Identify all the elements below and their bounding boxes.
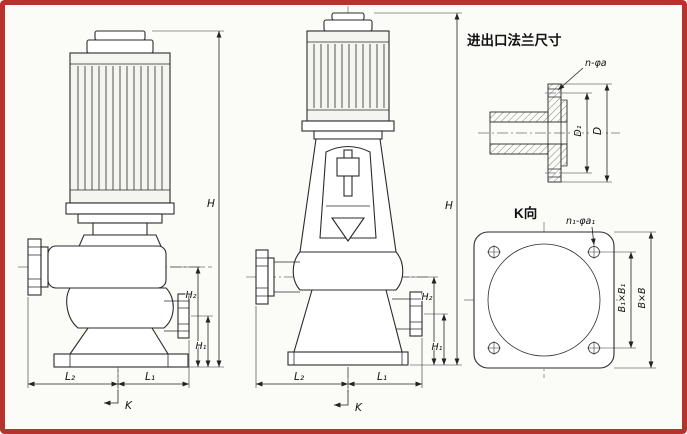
dim-label-h1: H₁	[196, 341, 207, 352]
motor-cap-top	[331, 12, 365, 21]
motor-cap	[323, 19, 373, 32]
motor-neck	[92, 222, 148, 236]
bolt-axis-lines	[545, 92, 564, 174]
dim-label-h2: H₂	[422, 292, 433, 303]
motor-shoulder-lines	[307, 41, 389, 111]
bolt-label: n₁-φa₁	[566, 216, 595, 227]
raised-face-top	[560, 99, 568, 123]
volute-casing	[66, 287, 174, 329]
flange-detail-title: 进出口法兰尺寸	[467, 32, 562, 48]
base-plate	[287, 351, 409, 366]
dim-label-l1: L₁	[377, 371, 387, 383]
base-plate-lines	[69, 354, 169, 367]
motor-adapter	[313, 130, 383, 140]
dim-label-l2: L₂	[294, 371, 305, 383]
volute-casing	[292, 251, 404, 291]
shaft-coupling	[336, 157, 360, 177]
suction-pipe	[274, 261, 300, 293]
dim-label-d: D	[592, 127, 604, 135]
flange-bore-circle	[487, 243, 601, 357]
dim-label-l1: L₁	[145, 371, 155, 383]
flange-plate-outline	[547, 83, 562, 183]
discharge-flange	[177, 293, 190, 339]
flange-section-detail: 进出口法兰尺寸 n-φa D₁ D	[467, 32, 620, 183]
base-flange-square	[473, 231, 615, 369]
dim-label-b: B×B	[637, 288, 648, 309]
k-view-arrow	[104, 390, 119, 406]
flange-plate-bottom	[547, 143, 562, 183]
hub-wall-bottom	[489, 143, 549, 155]
discharge-flange-bolts	[410, 298, 422, 330]
view-label-k: K	[125, 400, 133, 412]
suction-flange-neck	[40, 246, 49, 288]
extension-lines	[561, 83, 612, 183]
bolt-hole-lines	[548, 88, 561, 178]
k-direction-view: K向 n₁-φa₁ B₁×B₁ B×B	[464, 205, 656, 378]
bolt-leader	[590, 226, 596, 246]
bolt-hole-crosshairs	[487, 245, 601, 355]
extension-lines	[27, 30, 224, 388]
motor-cap	[86, 39, 154, 54]
pump-front-view: H H₂ H₁ L₂ L₁ K	[18, 30, 224, 413]
support-skirt	[293, 289, 403, 353]
discharge-flange	[409, 291, 423, 337]
k-view-title: K向	[514, 205, 537, 221]
suction-flange-neck	[267, 257, 275, 297]
discharge-pipe	[164, 300, 178, 332]
motor-cap-top	[94, 30, 146, 41]
dim-label-b1: B₁×B₁	[617, 284, 628, 313]
flange-plate-top	[547, 83, 562, 123]
view-label-k: K	[355, 402, 363, 414]
suction-flange-bolts	[28, 246, 41, 288]
k-view-arrow	[334, 390, 349, 408]
bolt-label: n-φa	[585, 58, 607, 69]
impeller-cone	[330, 217, 366, 242]
base-plate	[53, 353, 189, 368]
motor-bottom-flange	[301, 120, 395, 132]
base-plate-lines	[293, 352, 403, 365]
dim-label-l2: L₂	[65, 371, 76, 383]
motor-cooling-fins	[313, 44, 385, 108]
extension-lines	[600, 231, 656, 369]
suction-pipe-body	[47, 245, 167, 289]
motor-bottom-flange	[65, 202, 175, 215]
support-skirt	[68, 327, 169, 355]
suction-flange-bolts	[256, 257, 268, 297]
pump-side-view: H H₂ H₁ L₂ L₁ K	[246, 6, 462, 415]
dim-label-d1: D₁	[573, 125, 584, 136]
motor-cooling-fins	[77, 66, 163, 190]
dim-label-h2: H₂	[186, 290, 197, 301]
bolt-leader	[557, 67, 584, 91]
discharge-flange-bolts	[178, 300, 189, 332]
hub-wall-top	[489, 111, 549, 123]
dim-label-h1: H₁	[432, 342, 443, 353]
dim-label-h: H	[207, 198, 215, 210]
dim-label-h: H	[445, 200, 453, 212]
motor-adapter	[77, 213, 163, 224]
hub-outline	[489, 100, 568, 166]
raised-face-bottom	[560, 143, 568, 167]
